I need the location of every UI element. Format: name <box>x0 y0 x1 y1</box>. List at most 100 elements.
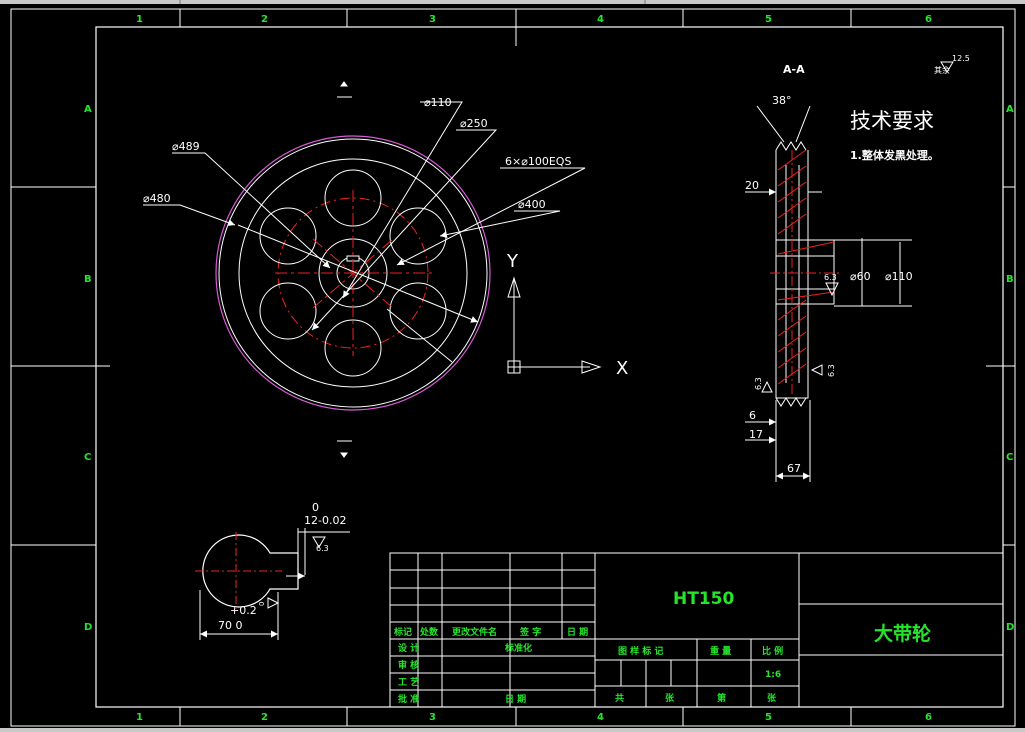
keyway-depth-tol-lower: 0 <box>258 602 266 606</box>
col-label-bottom: 2 <box>261 712 268 723</box>
rough-right: 6.3 <box>827 364 836 377</box>
axis-y-label: Y <box>506 251 519 272</box>
hdr-mark: 标记 <box>393 626 412 638</box>
outer-border <box>10 8 1016 727</box>
lbl-design: 设 计 <box>398 642 419 654</box>
row-label-left: A <box>84 104 92 115</box>
col-label-top: 1 <box>136 14 143 25</box>
row-label-right: A <box>1006 104 1014 115</box>
bottom-status-strip <box>0 728 1025 732</box>
dim-angle: 38° <box>772 94 792 107</box>
leader-d110 <box>342 101 463 299</box>
dim-d110-section: ⌀110 <box>885 270 913 283</box>
leader-d489 <box>172 152 331 269</box>
col-label-top: 4 <box>597 14 604 25</box>
lbl-process: 工 艺 <box>398 676 419 688</box>
section-marker-bottom <box>337 440 352 458</box>
dim-d110-label: ⌀110 <box>424 96 452 109</box>
axis-x-label: X <box>616 358 628 379</box>
col-label-bottom: 3 <box>429 712 436 723</box>
rough-corner-value: 12.5 <box>952 54 970 63</box>
dim-d489-label: ⌀489 <box>172 140 200 153</box>
lbl-approve: 批 准 <box>398 693 419 705</box>
lightening-holes <box>259 169 447 377</box>
tech-item-1: 1.整体发黑处理。 <box>850 148 939 162</box>
front-view: ⌀110 ⌀250 6×⌀100EQS ⌀400 ⌀489 ⌀480 <box>143 81 586 458</box>
col-label-top: 2 <box>261 14 268 25</box>
row-label-right: C <box>1006 452 1013 463</box>
lbl-sheet2: 张 <box>767 692 777 704</box>
leader-d400 <box>439 210 561 238</box>
top-toolbar-strip <box>0 0 1025 4</box>
scale-value: 1:6 <box>765 670 781 680</box>
section-title: A-A <box>783 63 805 76</box>
leader-d480 <box>143 204 236 226</box>
dim-d60: ⌀60 <box>850 270 871 283</box>
center-lines <box>275 190 432 356</box>
hdr-count: 处数 <box>419 626 439 638</box>
lbl-stage-mark: 图 样 标 记 <box>618 645 663 657</box>
lbl-scale: 比 例 <box>762 645 783 657</box>
col-label-bottom: 4 <box>597 712 604 723</box>
groove-top <box>775 141 807 151</box>
groove-bottom <box>775 397 807 407</box>
dim-20: 20 <box>745 179 759 192</box>
keyway-depth: 70 0 <box>218 619 243 632</box>
dim-6: 6 <box>749 409 756 422</box>
hdr-doc: 更改文件名 <box>452 626 497 638</box>
lbl-sheet: 张 <box>665 692 675 704</box>
tech-heading: 技术要求 <box>850 109 934 133</box>
col-label-top: 5 <box>765 14 772 25</box>
lbl-standardized: 标准化 <box>504 642 532 654</box>
row-label-right: B <box>1006 274 1014 285</box>
keyway-tol-upper: 0 <box>312 501 319 514</box>
rough-corner-label: 其余 <box>934 65 950 75</box>
keyway-detail: 0 12-0.02 +0.2 70 0 6.3 0 <box>195 501 350 640</box>
dim-d250-label: ⌀250 <box>460 117 488 130</box>
lbl-date2: 日 期 <box>505 693 526 705</box>
section-view: 38° 20 ⌀60 ⌀110 6 17 67 6.3 6.3 6.3 12.5… <box>745 54 970 482</box>
col-label-bottom: 6 <box>925 712 932 723</box>
rough-left: 6.3 <box>754 377 763 390</box>
dim-d480-label: ⌀480 <box>143 192 171 205</box>
col-label-top: 6 <box>925 14 932 25</box>
rough-bore: 6.3 <box>824 273 837 282</box>
dim-line-d480 <box>237 224 479 323</box>
leader-holes <box>396 167 586 266</box>
zone-dividers <box>11 9 1015 726</box>
section-hatch <box>770 149 840 398</box>
keyway-width: 12-0.02 <box>304 514 346 527</box>
lbl-total: 共 <box>615 692 624 704</box>
lbl-weight: 重 量 <box>710 645 731 657</box>
col-label-top: 3 <box>429 14 436 25</box>
dim-67: 67 <box>787 462 801 475</box>
lbl-check: 审 核 <box>398 659 419 671</box>
title-block <box>389 552 1004 708</box>
outer-rim-circle <box>215 135 491 411</box>
row-label-left: D <box>84 622 92 633</box>
hdr-date: 日 期 <box>567 626 588 638</box>
col-label-bottom: 1 <box>136 712 143 723</box>
row-label-left: B <box>84 274 92 285</box>
section-marker-top <box>337 81 352 98</box>
hdr-sign: 签 字 <box>519 626 541 638</box>
keyway-depth-tol: +0.2 <box>230 604 257 617</box>
rim-circle <box>218 138 488 408</box>
row-label-right: D <box>1006 622 1014 633</box>
keyway-rough: 6.3 <box>316 544 329 553</box>
col-label-bottom: 5 <box>765 712 772 723</box>
material-label: HT150 <box>673 589 734 609</box>
leader-d250 <box>311 129 498 331</box>
ucs-icon <box>507 276 602 374</box>
part-name: 大带轮 <box>874 622 931 645</box>
dim-holes-label: 6×⌀100EQS <box>505 155 571 168</box>
web-outer-circle <box>238 158 468 388</box>
row-label-left: C <box>84 452 91 463</box>
lbl-nth: 第 <box>717 692 726 704</box>
leader-ext <box>386 308 453 363</box>
hub-outline <box>775 239 835 305</box>
dim-d400-label: ⌀400 <box>518 198 546 211</box>
dim-17: 17 <box>749 428 763 441</box>
